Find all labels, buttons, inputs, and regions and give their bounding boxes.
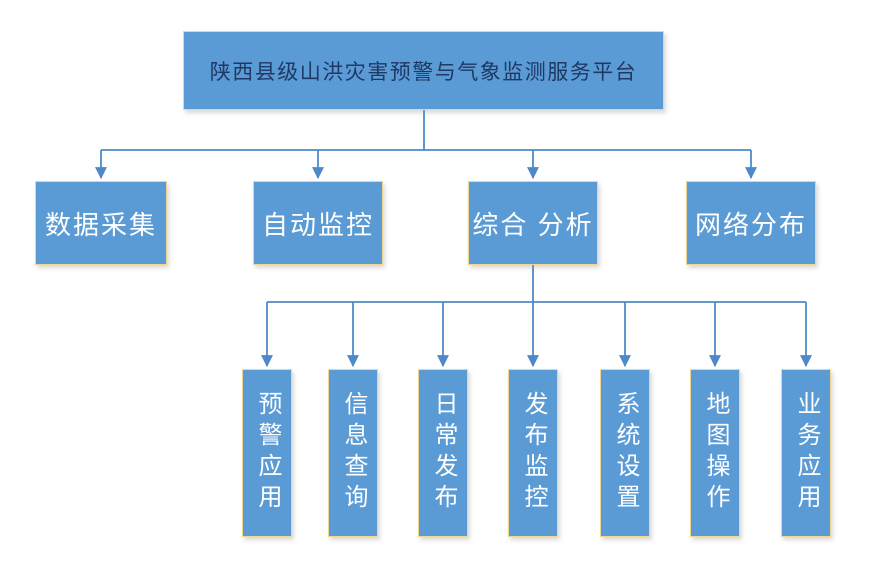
node-label: 信息查询 [340, 391, 367, 515]
node-comprehensive-analysis: 综合 分析 [468, 181, 598, 265]
node-label: 网络分布 [694, 209, 807, 240]
platform-title: 陕西县级山洪灾害预警与气象监测服务平台 [209, 60, 638, 84]
node-platform-root: 陕西县级山洪灾害预警与气象监测服务平台 [183, 31, 664, 110]
node-label: 自动监控 [261, 209, 374, 240]
node-data-collection: 数据采集 [35, 181, 167, 265]
node-daily-release: 日常发布 [418, 369, 468, 537]
node-label: 日常发布 [430, 391, 457, 515]
node-network-distribution: 网络分布 [686, 181, 816, 265]
node-label: 发布监控 [520, 391, 547, 515]
node-warning-application: 预警应用 [242, 369, 292, 537]
node-label: 业务应用 [793, 391, 820, 515]
node-label: 预警应用 [254, 391, 281, 515]
node-map-operation: 地图操作 [690, 369, 740, 537]
node-release-monitoring: 发布监控 [508, 369, 558, 537]
node-label: 数据采集 [44, 209, 157, 240]
node-label: 地图操作 [702, 391, 729, 515]
node-label: 综合 分析 [472, 209, 594, 240]
connector-group [95, 110, 812, 368]
node-label: 系统设置 [612, 391, 639, 515]
node-info-query: 信息查询 [328, 369, 378, 537]
node-auto-monitoring: 自动监控 [253, 181, 383, 265]
node-business-application: 业务应用 [781, 369, 831, 537]
node-system-settings: 系统设置 [600, 369, 650, 537]
